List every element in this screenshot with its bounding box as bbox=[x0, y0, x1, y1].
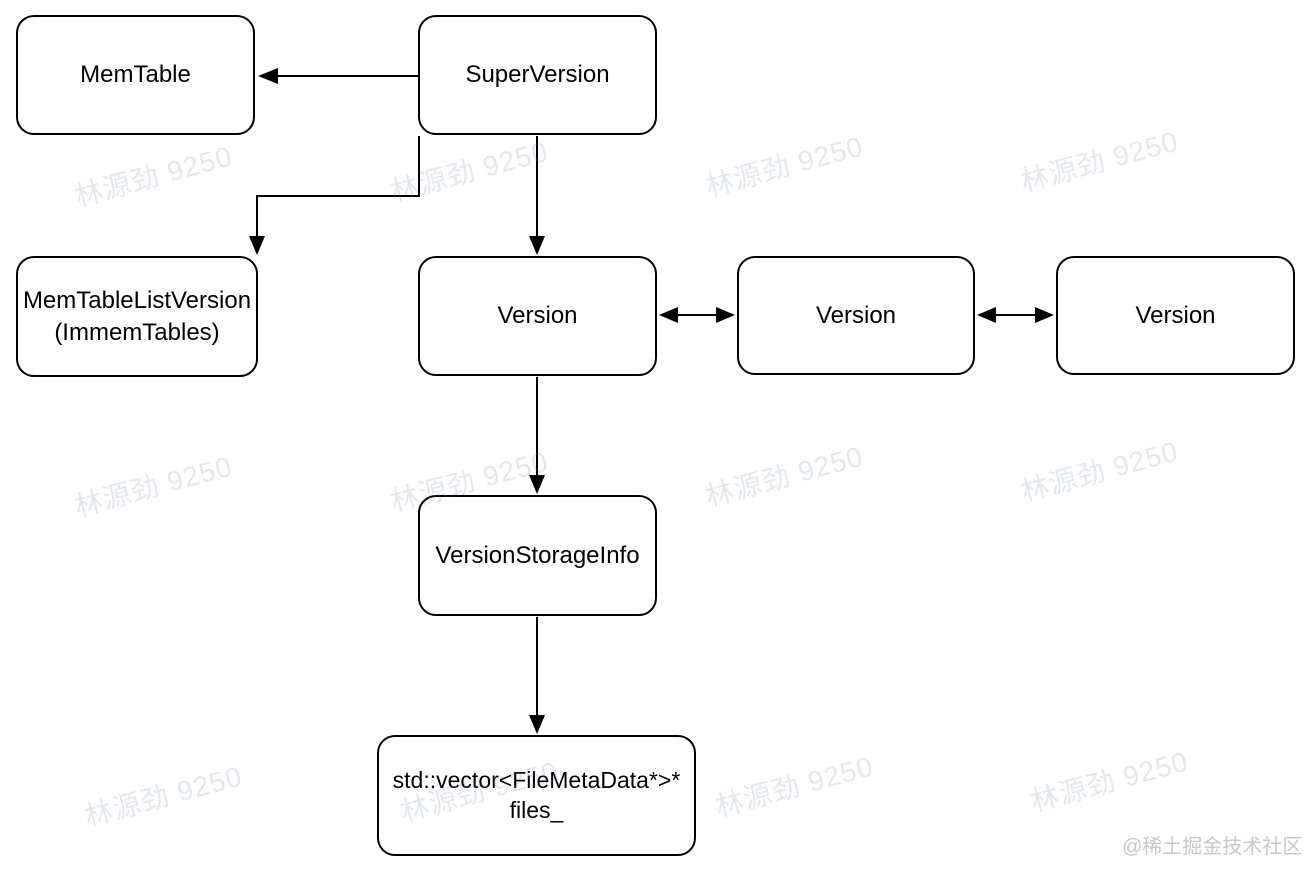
node-version-1: Version bbox=[418, 256, 657, 376]
node-label: Version bbox=[1135, 301, 1216, 329]
edge-version2-version3 bbox=[977, 307, 1054, 323]
node-label: MemTableListVersion bbox=[22, 287, 252, 315]
node-label: SuperVersion bbox=[465, 61, 610, 89]
arrowhead-left-icon bbox=[659, 307, 678, 323]
edge-versionstorageinfo-to-files bbox=[529, 617, 545, 734]
edge-superversion-to-version1 bbox=[529, 136, 545, 255]
node-files-vector: std::vector<FileMetaData*>* files_ bbox=[377, 735, 696, 856]
node-label: MemTable bbox=[80, 61, 191, 89]
arrowhead-down-icon bbox=[529, 236, 545, 255]
arrowhead-left-icon bbox=[258, 68, 278, 84]
edge-version1-version2 bbox=[659, 307, 735, 323]
node-memtable: MemTable bbox=[16, 15, 255, 135]
edge-superversion-to-memtablelistversion bbox=[249, 136, 420, 255]
node-sublabel: files_ bbox=[509, 796, 564, 823]
credit-text: @稀土掘金技术社区 bbox=[1122, 836, 1303, 858]
node-version-2: Version bbox=[737, 256, 975, 375]
arrowhead-right-icon bbox=[716, 307, 735, 323]
edge-version1-to-versionstorageinfo bbox=[529, 377, 545, 494]
node-superversion: SuperVersion bbox=[418, 15, 657, 135]
arrowhead-down-icon bbox=[529, 475, 545, 494]
node-label: Version bbox=[497, 302, 578, 330]
arrowhead-down-icon bbox=[249, 236, 265, 255]
node-memtable-list-version: MemTableListVersion (ImmemTables) bbox=[16, 256, 258, 377]
node-sublabel: (ImmemTables) bbox=[54, 318, 220, 346]
node-version-storage-info: VersionStorageInfo bbox=[418, 495, 657, 616]
node-label: VersionStorageInfo bbox=[435, 541, 640, 569]
edge-superversion-to-memtable bbox=[258, 68, 418, 84]
arrowhead-right-icon bbox=[1035, 307, 1054, 323]
arrowhead-down-icon bbox=[529, 715, 545, 734]
node-version-3: Version bbox=[1056, 256, 1295, 375]
arrowhead-left-icon bbox=[977, 307, 996, 323]
node-label: Version bbox=[815, 301, 897, 329]
node-label: std::vector<FileMetaData*>* bbox=[392, 766, 681, 793]
